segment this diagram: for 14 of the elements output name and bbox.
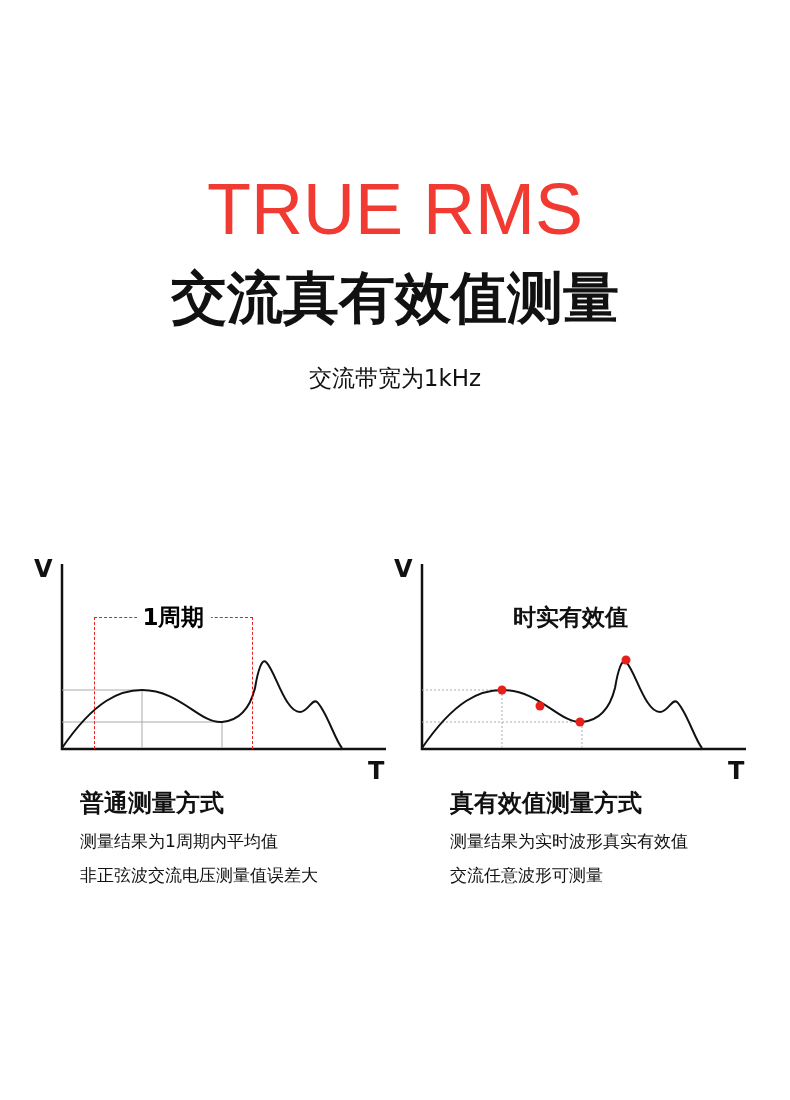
bandwidth-note: 交流带宽为1kHz [307, 365, 483, 392]
method-heading: 普通测量方式 [80, 790, 224, 818]
method-description: 非正弦波交流电压测量值误差大 [80, 866, 318, 886]
axis-label: T [368, 758, 385, 786]
chart-label: 时实有效值 [511, 604, 629, 631]
subtitle: 交流真有效值测量 [170, 266, 620, 331]
method-description: 测量结果为1周期内平均值 [80, 832, 278, 852]
axis-label: V [34, 556, 53, 584]
title: TRUE RMS [206, 168, 584, 251]
method-description: 交流任意波形可测量 [450, 866, 603, 886]
axis-label: V [394, 556, 413, 584]
axis-label: T [728, 758, 745, 786]
method-heading: 真有效值测量方式 [450, 790, 642, 818]
method-description: 测量结果为实时波形真实有效值 [450, 832, 688, 852]
